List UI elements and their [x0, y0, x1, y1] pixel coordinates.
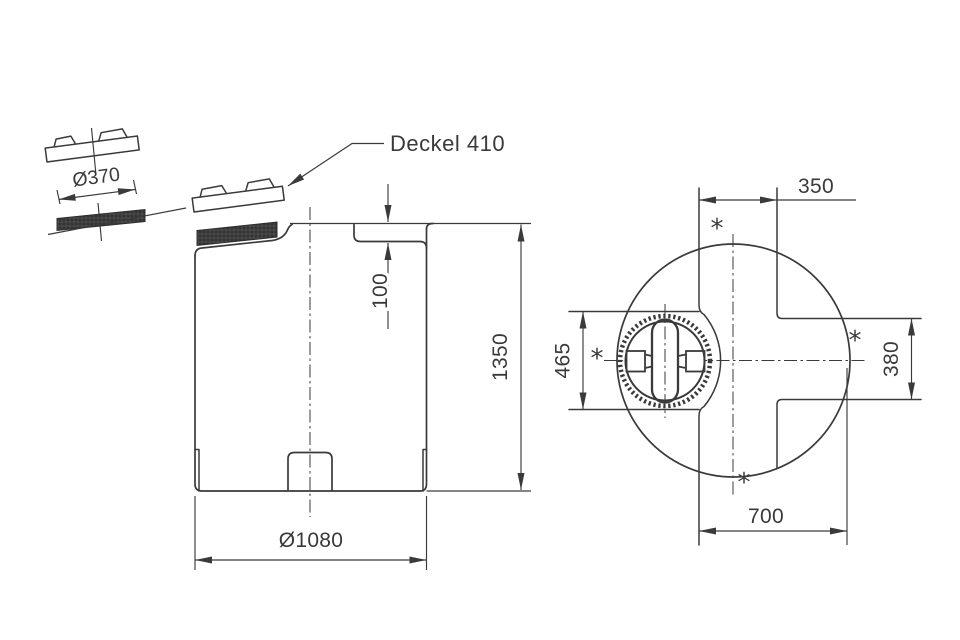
detail-shoulder-line	[47, 207, 187, 236]
lid-top-view	[617, 304, 713, 418]
cap-knurl-teeth	[44, 135, 140, 163]
cap-bump-left	[199, 184, 228, 198]
lid-wing-left	[625, 350, 646, 373]
dimension-height-1350: 1350	[426, 224, 531, 492]
tank-outline	[194, 222, 434, 492]
cap-knurl-teeth	[191, 185, 285, 213]
callout-deckel: Deckel 410	[287, 131, 505, 187]
dimension-side-channel-380: 380	[880, 318, 915, 400]
dimension-offset-700: 700	[699, 505, 847, 535]
base-foot-lines	[194, 448, 428, 492]
footnote-marker: *	[849, 326, 862, 356]
top-recess-step	[353, 223, 428, 250]
neck-thread-band	[196, 221, 278, 247]
cap-bump-right	[97, 128, 128, 142]
detail-thread-band	[56, 208, 146, 232]
lid-cap-on-tank	[191, 178, 285, 213]
lid-handle-arms	[644, 353, 687, 369]
dimension-pocket-465: 465	[552, 311, 587, 410]
dim-380-label: 380	[880, 341, 903, 377]
dim-100-label: 100	[369, 273, 392, 309]
dim-465-label: 465	[552, 343, 575, 379]
bottom-notch	[287, 451, 333, 492]
channel-right-edge-top	[776, 187, 922, 320]
callout-deckel-label: Deckel 410	[390, 131, 505, 156]
dimension-lid-370: Ø370	[56, 164, 138, 205]
lid-detail-view: Ø370	[44, 127, 187, 242]
footnote-marker: *	[591, 344, 604, 374]
dim-370-label: Ø370	[71, 164, 121, 192]
dim-1350-label: 1350	[489, 333, 512, 381]
cap-bump-left	[53, 135, 77, 148]
lid-pocket-shoulder	[194, 223, 293, 257]
dim-350-label: 350	[798, 175, 834, 198]
lid-cap-side-detail	[44, 128, 140, 163]
dimension-recess-depth-100: 100	[366, 184, 396, 329]
dim-370-line	[58, 188, 136, 201]
footnote-marker: *	[738, 468, 751, 498]
pocket-edge-lines	[568, 310, 700, 411]
footnote-marker: *	[711, 214, 724, 244]
cap-bump-right	[244, 178, 275, 192]
top-view: 350 465 380 700 * * * *	[552, 175, 922, 546]
dim-1080-label: Ø1080	[279, 529, 344, 552]
side-view: Deckel 410 100 1350 Ø1080	[191, 131, 531, 570]
dimension-diameter-1080: Ø1080	[194, 496, 428, 570]
dim-700-label: 700	[748, 505, 784, 528]
dimension-channel-350: 350	[699, 175, 856, 204]
callout-leader-line	[287, 142, 384, 187]
channel-right-edge-bottom	[776, 398, 922, 469]
lid-wing-right	[685, 350, 706, 373]
